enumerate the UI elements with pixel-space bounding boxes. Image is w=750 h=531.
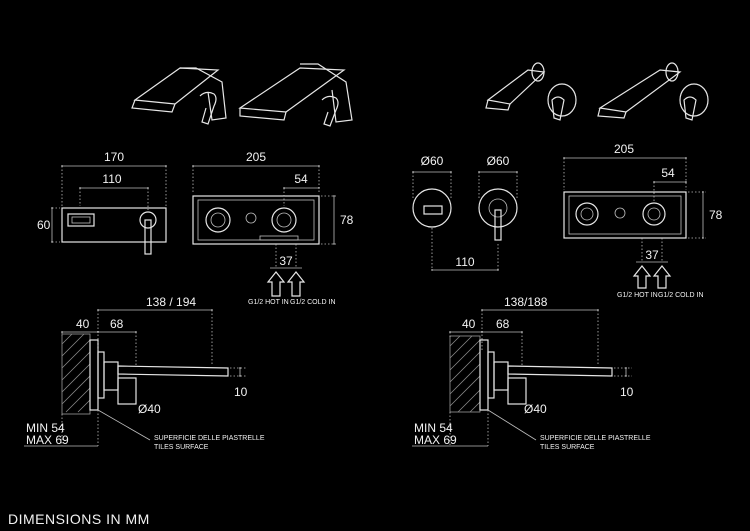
- perspective-view-round-right: [485, 62, 709, 121]
- dim-handle-plate-diameter-right: Ø60: [487, 154, 510, 168]
- dim-depth-a-right: 40: [462, 317, 476, 331]
- dim-projection-left: 138 / 194: [146, 295, 196, 309]
- dim-box-height-right: 78: [709, 208, 723, 222]
- dim-handle-diameter-left: Ø40: [138, 402, 161, 416]
- dim-front-width-total: 170: [104, 150, 124, 164]
- front-view-left: [51, 165, 167, 255]
- section-view-right: [412, 309, 632, 447]
- dim-box-height-left: 78: [340, 213, 354, 227]
- label-tiles-en-right: TILES SURFACE: [540, 444, 595, 451]
- dim-projection-right: 138/188: [504, 295, 548, 309]
- dim-box-offset-right: 54: [661, 166, 675, 180]
- embedded-box-left: [192, 165, 336, 297]
- footer-dimensions-note: DIMENSIONS IN MM: [8, 511, 150, 527]
- label-cold-in-left: G1/2 COLD IN: [290, 299, 336, 306]
- dim-spout-diameter-right: Ø60: [421, 154, 444, 168]
- dim-max-depth-right: MAX 69: [414, 433, 457, 447]
- dim-handle-diameter-right: Ø40: [524, 402, 547, 416]
- dim-depth-a-left: 40: [76, 317, 90, 331]
- dim-depth-b-right: 68: [496, 317, 510, 331]
- dim-spout-gap-left: 10: [234, 385, 248, 399]
- label-hot-in-left: G1/2 HOT IN: [248, 299, 289, 306]
- label-tiles-en-left: TILES SURFACE: [154, 444, 209, 451]
- label-tiles-it-right: SUPERFICIE DELLE PIASTRELLE: [540, 435, 651, 442]
- dim-min-depth-right: MIN 54: [414, 421, 453, 435]
- dim-front-width-inner: 110: [102, 172, 121, 186]
- label-tiles-it-left: SUPERFICIE DELLE PIASTRELLE: [154, 435, 265, 442]
- dim-min-depth-left: MIN 54: [26, 421, 65, 435]
- label-hot-in-right: G1/2 HOT IN: [617, 292, 658, 299]
- dim-centers-right: 110: [455, 255, 474, 269]
- label-cold-in-right: G1/2 COLD IN: [658, 292, 704, 299]
- dim-box-width-left: 205: [246, 150, 266, 164]
- dim-inlet-spacing-right: 37: [645, 248, 659, 262]
- dim-spout-gap-right: 10: [620, 385, 634, 399]
- perspective-view-plate-left: [131, 63, 353, 127]
- dim-front-height: 60: [37, 218, 51, 232]
- dim-box-width-right: 205: [614, 142, 634, 156]
- dim-max-depth-left: MAX 69: [26, 433, 69, 447]
- dim-inlet-spacing-left: 37: [279, 254, 293, 268]
- section-view-left: [24, 309, 246, 447]
- dim-box-offset-left: 54: [294, 172, 308, 186]
- embedded-box-right: [563, 157, 706, 289]
- dim-depth-b-left: 68: [110, 317, 124, 331]
- front-view-right: [412, 171, 518, 271]
